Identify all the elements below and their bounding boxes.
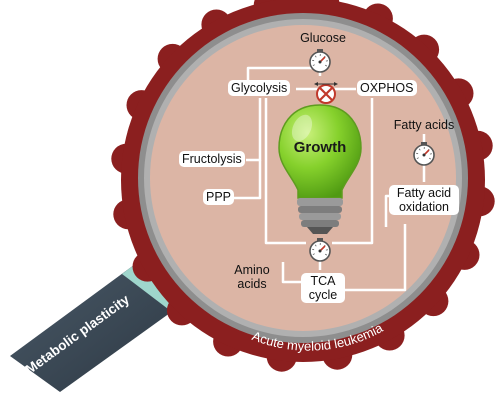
inhibit-icon bbox=[314, 82, 338, 104]
fatty-acid-oxidation-line2: oxidation bbox=[398, 200, 450, 214]
amino-acids-line2: acids bbox=[237, 277, 267, 291]
gauge-icon bbox=[413, 142, 435, 166]
amino-acids-line1: Amino bbox=[234, 263, 270, 277]
gauge-icon bbox=[309, 238, 331, 262]
oxphos-label: OXPHOS bbox=[357, 80, 417, 96]
amino-acids-label: Amino acids bbox=[224, 263, 280, 291]
growth-lightbulb bbox=[278, 104, 362, 234]
glycolysis-label: Glycolysis bbox=[228, 80, 291, 96]
gauge-icon bbox=[309, 49, 331, 73]
fatty-acid-oxidation-line1: Fatty acid bbox=[396, 186, 452, 200]
gauges bbox=[309, 49, 435, 262]
glucose-label: Glucose bbox=[300, 31, 346, 45]
tca-line2: cycle bbox=[308, 288, 338, 302]
growth-label: Growth bbox=[293, 139, 347, 156]
fatty-acid-oxidation-label: Fatty acid oxidation bbox=[389, 185, 459, 215]
fructolysis-label: Fructolysis bbox=[179, 151, 245, 167]
tca-cycle-label: TCA cycle bbox=[301, 273, 345, 303]
fatty-acids-label: Fatty acids bbox=[393, 118, 455, 132]
tca-line1: TCA bbox=[310, 274, 336, 288]
pathway-connectors bbox=[230, 60, 426, 292]
ppp-label: PPP bbox=[203, 189, 235, 205]
